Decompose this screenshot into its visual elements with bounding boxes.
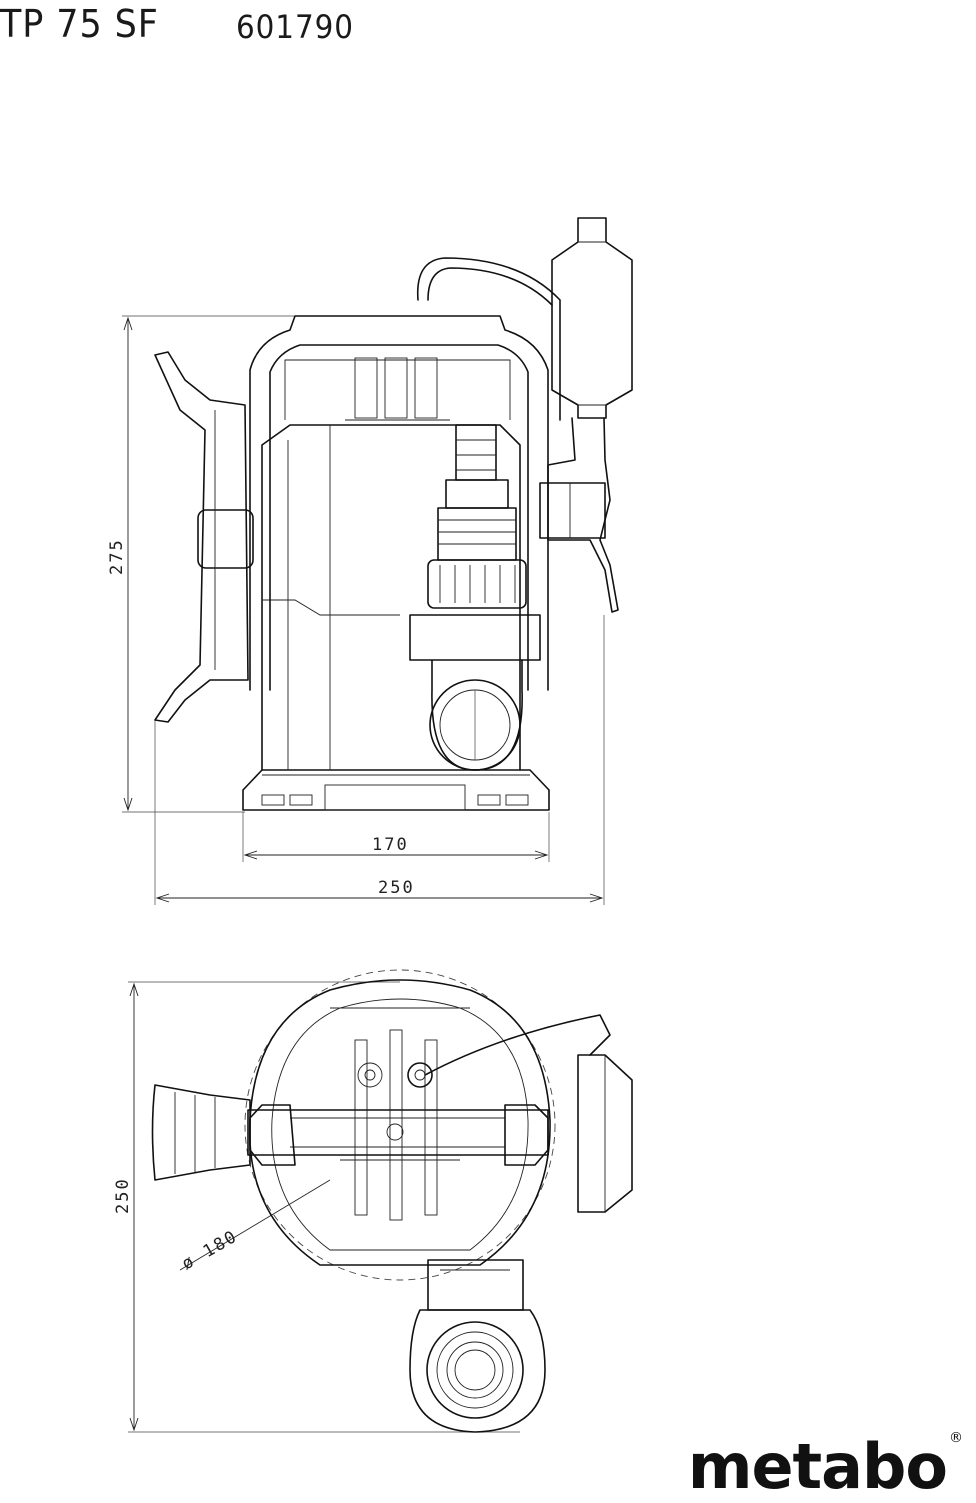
dim-depth: 250: [113, 1177, 133, 1214]
dim-overall-width: 250: [378, 878, 415, 898]
side-view: [122, 217, 633, 905]
dim-height: 275: [107, 538, 127, 575]
dim-float-diameter: ø 180: [179, 1226, 242, 1274]
dim-base-width: 170: [372, 835, 409, 855]
top-view: [128, 969, 633, 1433]
brand-logo: metabo®: [687, 1430, 963, 1503]
registered-mark: ®: [949, 1430, 963, 1446]
article-number: 601790: [236, 8, 354, 46]
brand-name: metabo: [687, 1430, 948, 1503]
model-title: TP 75 SF: [0, 2, 159, 46]
